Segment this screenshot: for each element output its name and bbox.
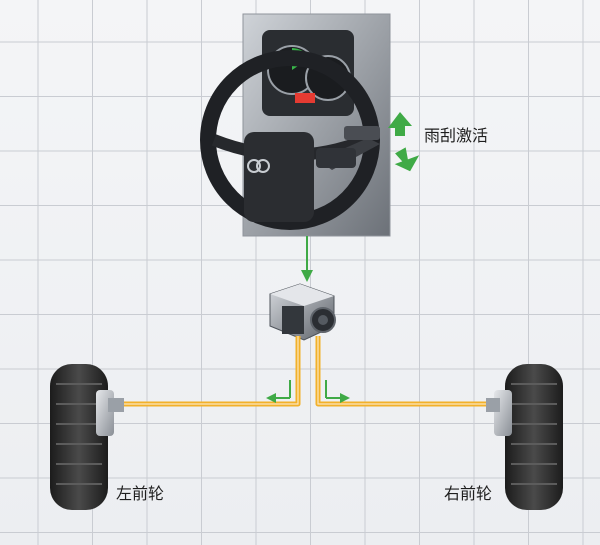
left-front-wheel [50,364,124,510]
left-front-wheel-label: 左前轮 [116,484,165,503]
right-front-wheel-label: 右前轮 [444,484,493,503]
left-tire [50,364,108,510]
left-brake-caliper [96,390,114,436]
wiper-stalk-tip [344,126,380,140]
car-logo [247,159,270,173]
hydraulic-control-unit [269,283,336,341]
wiper-activation-arrows [388,112,420,172]
steering-wheel-panel [200,13,391,237]
right-front-wheel [486,364,563,510]
steering-wheel-hub [244,132,314,222]
arrow-down-icon [394,147,420,172]
warning-display [295,93,315,103]
wiper-activation-label: 雨刮激活 [424,126,489,145]
arrow-right-icon [340,393,350,403]
right-tire [505,364,563,510]
arrow-up-icon [388,112,412,136]
flow-arrows [266,380,350,403]
arrow-left-icon [266,393,276,403]
signal-arrow [301,236,313,282]
right-brake-caliper [494,390,512,436]
